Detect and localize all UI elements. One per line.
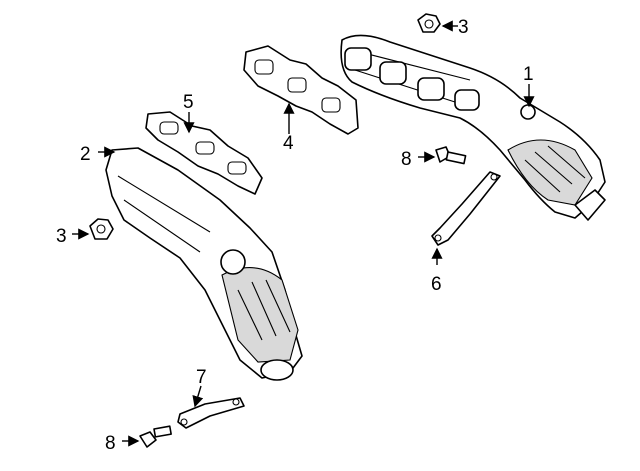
callout-8-right: 8 <box>401 149 412 170</box>
right-exhaust-manifold-converter <box>340 34 606 221</box>
left-bracket <box>177 385 245 429</box>
right-gasket <box>243 45 359 135</box>
callout-7: 7 <box>196 367 207 388</box>
bolt-right <box>418 146 467 165</box>
callout-3-left: 3 <box>56 226 67 247</box>
callout-5: 5 <box>183 92 194 113</box>
callout-8-bottom: 8 <box>105 433 116 454</box>
nut-top <box>417 13 458 33</box>
bolt-bottom <box>122 425 172 448</box>
nut-left <box>72 218 114 240</box>
callout-4: 4 <box>283 133 294 154</box>
right-bracket <box>431 171 501 265</box>
left-exhaust-manifold-converter <box>98 146 303 381</box>
callout-1: 1 <box>523 64 534 85</box>
callout-3-top: 3 <box>458 17 469 38</box>
callout-6: 6 <box>431 274 442 295</box>
left-gasket <box>145 111 263 195</box>
callout-2: 2 <box>80 144 91 165</box>
